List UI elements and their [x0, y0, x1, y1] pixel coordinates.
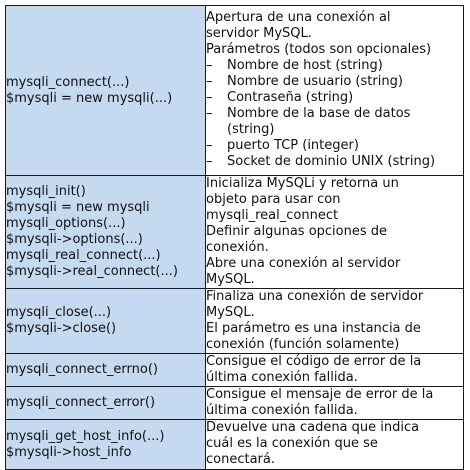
- description-line: última conexión fallida.: [206, 403, 358, 418]
- description-line: Definir algunas opciones de: [206, 224, 388, 239]
- function-name: $mysqli->close(): [6, 321, 117, 336]
- description-line: Consigue el código de error de la: [206, 354, 422, 369]
- function-cell: mysqli_init() $mysqli = new mysqli mysql…: [5, 175, 206, 289]
- function-name: mysqli_get_host_info(...): [6, 428, 165, 444]
- description-line: MySQL.: [206, 305, 255, 320]
- function-cell: mysqli_connect_errno(): [5, 353, 206, 387]
- description-line: MySQL.: [206, 272, 255, 287]
- function-name: mysqli_connect(...): [6, 74, 130, 90]
- function-name: mysqli_connect_errno(): [6, 362, 158, 377]
- function-name: mysqli_connect_error(): [6, 395, 156, 410]
- function-cell: mysqli_connect(...) $mysqli = new mysqli…: [5, 5, 206, 176]
- description-cell: Apertura de una conexión al servidor MyS…: [205, 5, 464, 176]
- function-name: $mysqli = new mysqli(...): [6, 90, 173, 106]
- description-line: Consigue el mensaje de error de la: [206, 387, 434, 402]
- function-cell: mysqli_close(...) $mysqli->close(): [5, 288, 206, 354]
- param-item: –Nombre de host (string): [206, 58, 383, 73]
- description-cell: Finaliza una conexión de servidor MySQL.…: [205, 288, 464, 354]
- function-name: mysqli_options(...): [6, 216, 126, 231]
- function-name: mysqli_close(...): [6, 305, 112, 320]
- function-name: $mysqli->host_info: [6, 444, 132, 460]
- description-line: conexión (función solamente): [206, 337, 400, 352]
- table-row: mysqli_close(...) $mysqli->close() Final…: [5, 288, 464, 354]
- description-line: Devuelve una cadena que indica: [206, 420, 420, 435]
- dash-bullet: –: [206, 90, 213, 105]
- description-line: Parámetros (todos son opcionales): [206, 42, 432, 57]
- function-name: $mysqli->options(...): [6, 232, 143, 247]
- param-item: –Nombre de la base de datos: [206, 106, 411, 121]
- mysqli-functions-table: mysqli_connect(...) $mysqli = new mysqli…: [5, 5, 464, 470]
- description-line: Apertura de una conexión al: [206, 10, 391, 25]
- description-line: mysqli_real_connect: [206, 208, 339, 223]
- param-item: –puerto TCP (integer): [206, 138, 359, 153]
- function-name: mysqli_init(): [6, 184, 86, 199]
- description-cell: Inicializa MySQLi y retorna un objeto pa…: [205, 175, 464, 289]
- dash-bullet: –: [206, 106, 213, 121]
- dash-bullet: –: [206, 58, 213, 73]
- dash-bullet: –: [206, 154, 213, 169]
- description-line: cuál es la conexión que se: [206, 436, 378, 451]
- description-line: Finaliza una conexión de servidor: [206, 289, 424, 304]
- description-line: conexión.: [206, 240, 269, 255]
- function-name: $mysqli->real_connect(...): [6, 264, 178, 279]
- table-row: mysqli_init() $mysqli = new mysqli mysql…: [5, 175, 464, 289]
- param-item-continued: (string): [227, 122, 275, 137]
- function-name: mysqli_real_connect(...): [6, 248, 161, 263]
- description-line: Inicializa MySQLi y retorna un: [206, 176, 399, 191]
- param-item: –Nombre de usuario (string): [206, 74, 403, 89]
- table-row: mysqli_connect_error() Consigue el mensa…: [5, 386, 464, 420]
- description-line: servidor MySQL.: [206, 26, 312, 41]
- description-cell: Consigue el mensaje de error de la últim…: [205, 386, 464, 420]
- param-item: –Contraseña (string): [206, 90, 354, 105]
- function-name: $mysqli = new mysqli: [6, 200, 150, 215]
- description-line: objeto para usar con: [206, 192, 341, 207]
- table-row: mysqli_connect(...) $mysqli = new mysqli…: [5, 5, 464, 176]
- description-line: Abre una conexión al servidor: [206, 256, 401, 271]
- function-cell: mysqli_connect_error(): [5, 386, 206, 420]
- description-cell: Consigue el código de error de la última…: [205, 353, 464, 387]
- description-cell: Devuelve una cadena que indica cuál es l…: [205, 419, 464, 470]
- table-row: mysqli_get_host_info(...) $mysqli->host_…: [5, 419, 464, 470]
- description-line: última conexión fallida.: [206, 370, 358, 385]
- function-cell: mysqli_get_host_info(...) $mysqli->host_…: [5, 419, 206, 470]
- description-line: conectará.: [206, 452, 275, 467]
- table-row: mysqli_connect_errno() Consigue el códig…: [5, 353, 464, 387]
- description-line: El parámetro es una instancia de: [206, 321, 421, 336]
- param-item: –Socket de dominio UNIX (string): [206, 154, 436, 169]
- dash-bullet: –: [206, 74, 213, 89]
- dash-bullet: –: [206, 138, 213, 153]
